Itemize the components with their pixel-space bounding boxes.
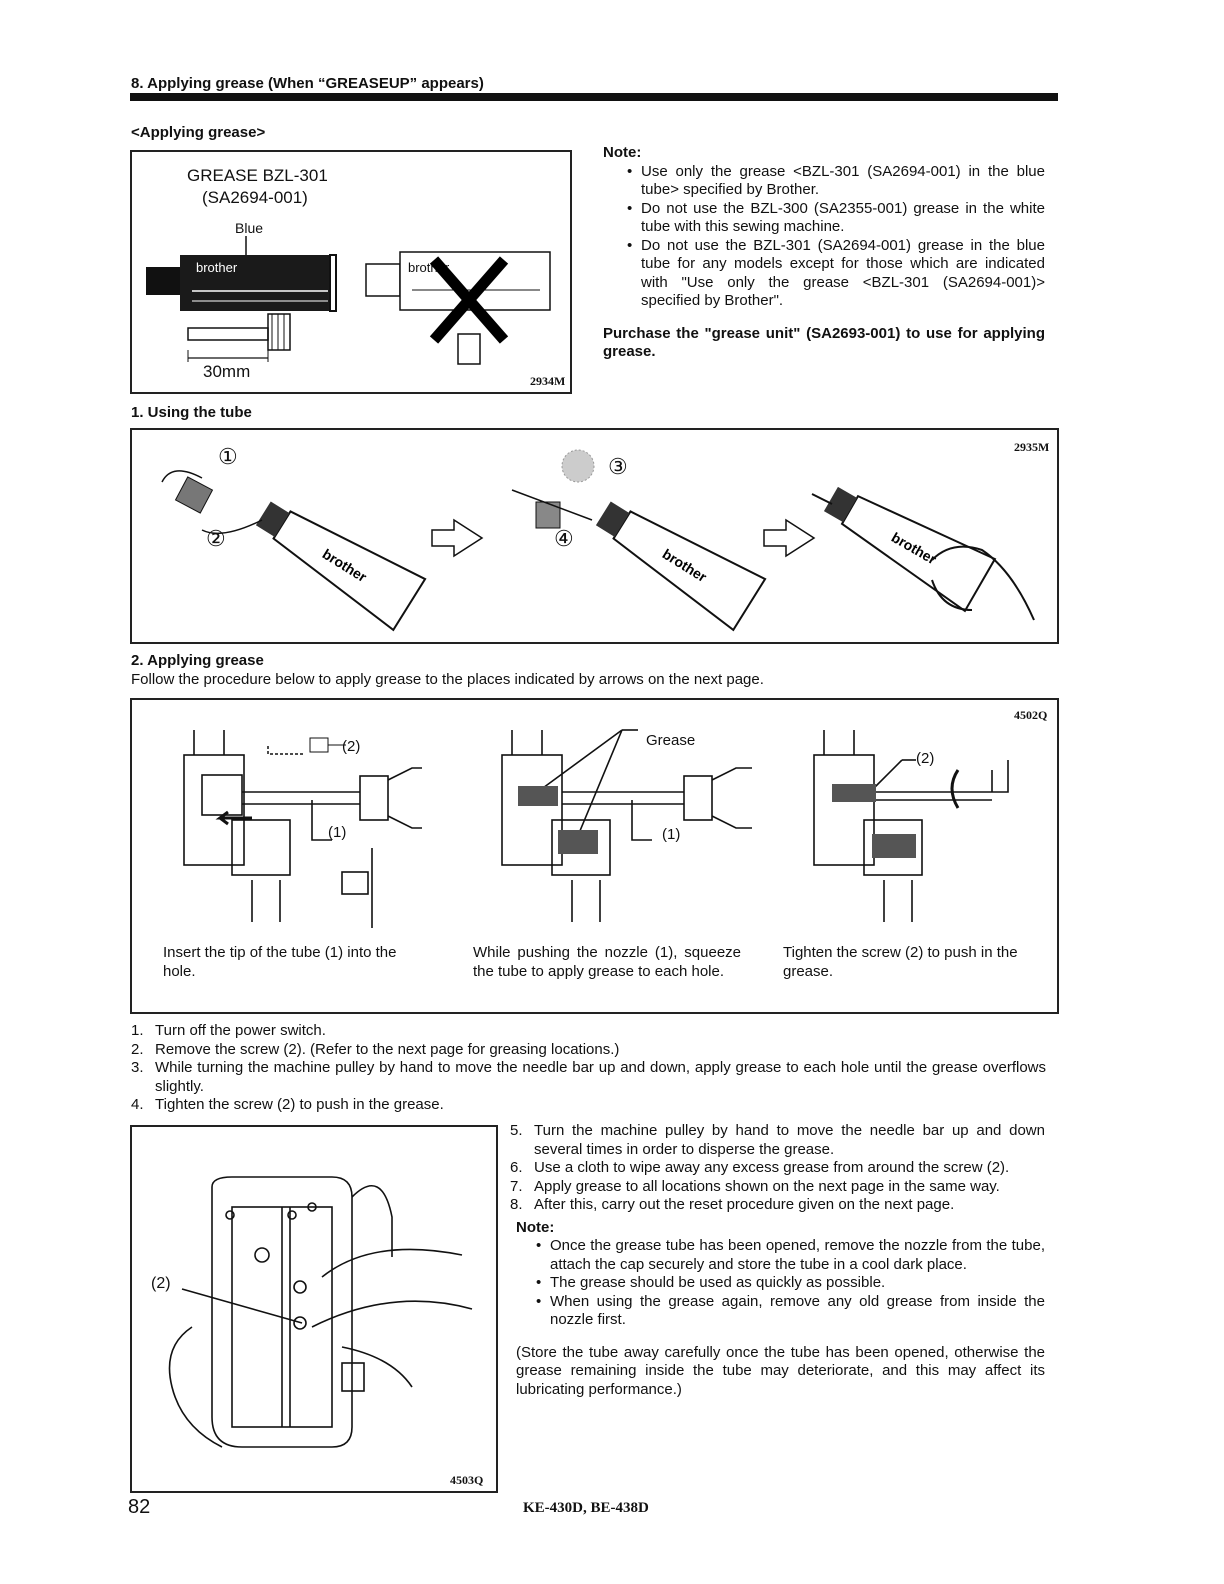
steps-list-continued: 5.Turn the machine pulley by hand to mov… <box>510 1122 1045 1215</box>
grease-note: Note: Use only the grease <BZL-301 (SA26… <box>603 144 1045 362</box>
grease-figure: GREASE BZL-301 (SA2694-001) Blue brother… <box>130 150 572 394</box>
grease-label: Grease <box>646 732 696 749</box>
note-item: Do not use the BZL-300 (SA2355-001) grea… <box>627 200 1045 237</box>
storage-note: (Store the tube away carefully once the … <box>516 1343 1045 1398</box>
label-2: (2) <box>916 750 935 767</box>
step-marker: ② <box>206 526 226 551</box>
caption-2: While pushing the nozzle (1), squeeze th… <box>473 944 741 980</box>
step-marker: ④ <box>554 526 574 551</box>
note-item: Do not use the BZL-301 (SA2694-001) grea… <box>627 237 1045 311</box>
step-item: 4.Tighten the screw (2) to push in the g… <box>131 1096 444 1113</box>
label-1: (1) <box>328 824 347 841</box>
step-item: 5.Turn the machine pulley by hand to mov… <box>510 1122 1045 1158</box>
header-rule <box>130 93 1058 101</box>
model-footer: KE-430D, BE-438D <box>523 1500 649 1516</box>
caption-1: Insert the tip of the tube (1) into the … <box>163 944 397 980</box>
label-2: (2) <box>151 1275 171 1292</box>
applying-grease-heading: <Applying grease> <box>131 124 266 141</box>
note-item: Use only the grease <BZL-301 (SA2694-001… <box>627 163 1045 200</box>
figure-id: 4503Q <box>450 1473 484 1487</box>
machine-head-illustration <box>168 1176 473 1448</box>
applying-heading: 2. Applying grease <box>131 652 264 669</box>
label-2: (2) <box>342 738 361 755</box>
grease-part-no: (SA2694-001) <box>202 188 308 207</box>
steps-and-note: 5.Turn the machine pulley by hand to mov… <box>510 1122 1045 1399</box>
brand-logo: brother <box>196 260 238 275</box>
nozzle-length: 30mm <box>203 362 251 381</box>
step-item: 3.While turning the machine pulley by ha… <box>131 1059 1046 1095</box>
caption-3: Tighten the screw (2) to push in the gre… <box>783 944 1018 980</box>
bottom-note-list: Once the grease tube has been opened, re… <box>536 1237 1045 1330</box>
step-item: 7.Apply grease to all locations shown on… <box>510 1177 1000 1195</box>
step-item: 6.Use a cloth to wipe away any excess gr… <box>510 1159 1010 1176</box>
section-title: 8. Applying grease (When “GREASEUP” appe… <box>131 75 484 92</box>
step-marker: ③ <box>608 454 628 479</box>
figure-id: 2935M <box>1014 440 1050 454</box>
applying-intro: Follow the procedure below to apply grea… <box>131 671 764 688</box>
greasing-steps-illustration <box>183 729 1009 928</box>
note-item: The grease should be used as quickly as … <box>536 1274 1045 1293</box>
page-number: 82 <box>128 1496 151 1518</box>
step-marker: ① <box>218 444 238 469</box>
note-item: When using the grease again, remove any … <box>536 1293 1045 1330</box>
steps-list: 1.Turn off the power switch. 2.Remove th… <box>131 1022 1046 1115</box>
machine-figure: (2) 4503Q <box>130 1125 498 1493</box>
color-label: Blue <box>235 220 264 236</box>
using-tube-heading: 1. Using the tube <box>131 404 252 421</box>
note-item: Once the grease tube has been opened, re… <box>536 1237 1045 1274</box>
figure-id: 4502Q <box>1014 708 1048 722</box>
bottom-note-title: Note: <box>516 1218 555 1236</box>
step-item: 8.After this, carry out the reset proced… <box>510 1196 955 1213</box>
note-title: Note: <box>603 144 642 161</box>
step-item: 1.Turn off the power switch. <box>131 1022 326 1039</box>
purchase-note: Purchase the "grease unit" (SA2693-001) … <box>603 324 1045 361</box>
using-tube-figure: 2935M brother brother brother <box>130 428 1059 644</box>
grease-label: GREASE BZL-301 <box>187 166 328 185</box>
label-1: (1) <box>662 826 681 843</box>
figure-id: 2934M <box>530 374 566 388</box>
applying-figure: 4502Q <box>130 698 1059 1014</box>
step-item: 2.Remove the screw (2). (Refer to the ne… <box>131 1040 620 1058</box>
grease-tubes-illustration: brother brother <box>146 236 551 365</box>
tube-steps-illustration: brother brother brother <box>161 449 1035 632</box>
